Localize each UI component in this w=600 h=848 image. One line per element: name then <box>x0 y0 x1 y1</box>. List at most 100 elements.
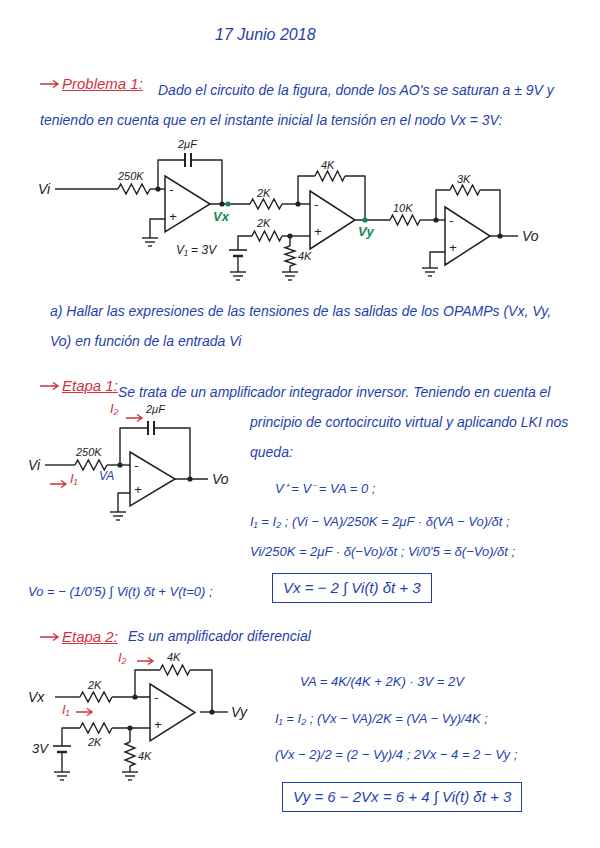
battery-symbol <box>229 249 247 251</box>
ground-symbol <box>282 271 298 272</box>
handwritten-text: V⁺ = V⁻ = VA = 0 ; <box>275 481 375 496</box>
circuit-label: 4K <box>138 750 151 762</box>
circuit-label: Vi <box>28 457 40 473</box>
wire <box>55 696 80 697</box>
ground-symbol <box>57 775 67 776</box>
circuit-label: + <box>314 224 322 239</box>
junction-dot <box>295 201 300 206</box>
resistor-symbol <box>125 742 135 766</box>
circuit-label: 4K <box>167 651 180 663</box>
circuit-label: Vi <box>38 181 50 197</box>
resistor-symbol <box>390 215 420 225</box>
handwritten-text: Dado el circuito de la figura, donde los… <box>40 82 554 128</box>
section-heading-block: I₂ <box>110 402 119 417</box>
circuit-label: 3K <box>457 173 470 185</box>
circuit-label: Vy <box>231 704 247 720</box>
opamp-symbol <box>130 452 175 506</box>
ground-symbol <box>428 275 432 276</box>
circuit-label: 2K <box>88 736 101 748</box>
handwritten-text: (Vx − 2)/2 = (2 − Vy)/4 ; 2Vx − 4 = 2 − … <box>275 747 517 762</box>
wire <box>190 670 212 712</box>
handwritten-text: VA = 4K/(4K + 2K) · 3V = 2V <box>300 674 464 689</box>
circuit-label: + <box>134 482 142 497</box>
node-label: Vy <box>358 224 374 239</box>
node-label-block: Vy <box>358 225 374 240</box>
circuit-label: + <box>154 717 162 732</box>
section-heading: Etapa 2: <box>62 628 118 645</box>
handwritten-text-block: Es un amplificador diferencial <box>128 628 311 644</box>
circuit-label-block: 2K <box>88 736 101 749</box>
resistor-symbol <box>160 665 190 675</box>
circuit-label-block: Vx <box>28 689 44 705</box>
circuit-label: + <box>169 209 177 224</box>
junction-dot <box>132 694 137 699</box>
wire <box>237 256 238 272</box>
circuit-label-block: Vi <box>28 457 40 473</box>
handwritten-text-block: VA <box>99 470 114 484</box>
arrow-mark <box>76 709 92 716</box>
circuit-label-block: - <box>449 214 453 229</box>
ground-symbol <box>236 279 240 280</box>
battery-symbol <box>53 745 71 747</box>
circuit-label-block: Vo <box>522 228 539 244</box>
arrow-mark <box>40 634 58 641</box>
circuit-label: 2μF <box>146 403 165 415</box>
ground-symbol <box>125 775 135 776</box>
circuit-label-block: 3V <box>32 742 48 757</box>
handwritten-text-block: Dado el circuito de la figura, donde los… <box>40 75 575 135</box>
wire <box>355 219 390 220</box>
arrow-mark <box>40 383 58 390</box>
wire <box>61 752 62 772</box>
circuit-label-block: + <box>314 225 322 240</box>
handwritten-text-block: Se trata de un amplificador integrador i… <box>118 377 573 497</box>
result-formula: Vx = − 2 ∫ Vi(t) δt + 3 <box>283 579 421 596</box>
wire <box>62 728 80 746</box>
opamp-symbol <box>445 207 490 265</box>
circuit-label-block: 250K <box>76 446 102 459</box>
ground-symbol <box>145 241 155 242</box>
circuit-label: 10K <box>393 202 413 214</box>
opamp-symbol <box>310 191 355 249</box>
opamp-symbol <box>165 176 210 232</box>
wire <box>150 219 165 238</box>
opamp-symbol <box>150 684 195 741</box>
circuit-label-block: 2K <box>88 679 101 692</box>
handwritten-text-block: V⁺ = V⁻ = VA = 0 ; <box>275 482 375 497</box>
circuit-label-block: - <box>134 459 138 474</box>
handwritten-text-block: (Vx − 2)/2 = (2 − Vy)/4 ; 2Vx − 4 = 2 − … <box>275 748 517 763</box>
handwritten-text: Se trata de un amplificador integrador i… <box>118 384 568 460</box>
circuit-label: 4K <box>298 250 311 262</box>
circuit-label-block: + <box>169 210 177 225</box>
wire <box>118 493 130 512</box>
junction-dot <box>497 233 502 238</box>
junction-dot <box>219 201 224 206</box>
junction-dot <box>155 186 160 191</box>
circuit-label-block: + <box>154 718 162 733</box>
handwritten-text-block: a) Hallar las expresiones de las tension… <box>50 296 575 356</box>
resistor-symbol <box>118 184 150 194</box>
circuit-label-block: 4K <box>167 651 180 664</box>
junction-dot <box>117 462 122 467</box>
circuit-label: - <box>314 197 318 212</box>
junction-dot <box>287 233 292 238</box>
ground-symbol <box>116 519 120 520</box>
circuit-label-block: + <box>134 483 142 498</box>
wire <box>129 766 130 772</box>
junction-dot <box>362 217 367 222</box>
section-heading: Etapa 1: <box>62 377 118 394</box>
section-heading: I₁ <box>70 471 78 486</box>
circuit-label: 4K <box>321 159 334 171</box>
circuit-label-block: Vy <box>231 704 247 720</box>
resistor-symbol <box>450 185 480 195</box>
circuit-label-block: - <box>169 183 173 198</box>
handwritten-text: I₁ = I₂ ; (Vx − VA)/2K = (VA − Vy)/4K ; <box>275 711 488 726</box>
circuit-label-block: 2K <box>257 187 270 200</box>
resistor-symbol <box>315 171 345 181</box>
ground-symbol <box>233 275 243 276</box>
circuit-label-block: 10K <box>393 202 413 215</box>
handwritten-text-block: I₁ = I₂ ; (Vx − VA)/2K = (VA − Vy)/4K ; <box>275 712 488 727</box>
page-date: 17 Junio 2018 <box>215 26 316 43</box>
handwritten-text-block: VA = 4K/(4K + 2K) · 3V = 2V <box>300 675 464 690</box>
resistor-symbol <box>285 246 295 266</box>
handwritten-text-block: Vo = − (1/0'5) ∫ Vi(t) δt + V(t=0) ; <box>28 585 213 600</box>
